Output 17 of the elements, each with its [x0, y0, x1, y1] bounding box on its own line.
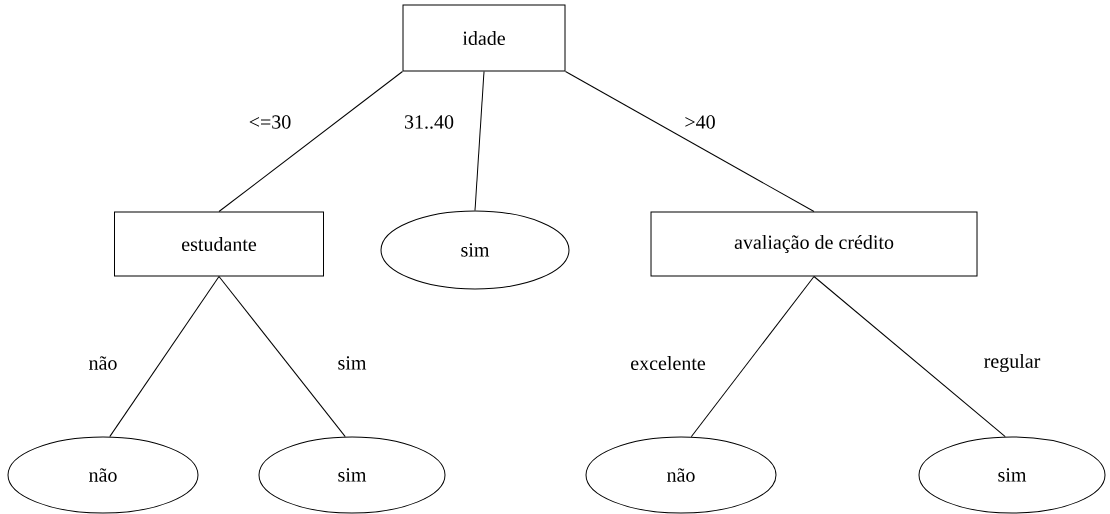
decision-box: idade [402, 4, 566, 72]
edge-label: <=30 [247, 114, 293, 130]
edge-label: 31..40 [403, 114, 455, 130]
edge-label: regular [982, 352, 1042, 374]
edge-label: >40 [683, 114, 717, 130]
branch-line [690, 276, 815, 438]
branch-line [218, 276, 346, 438]
branch-line [474, 71, 485, 211]
branch-line [565, 71, 815, 212]
branch-line [109, 276, 220, 438]
edge-label: excelente [629, 354, 707, 372]
branch-line [813, 276, 1006, 438]
branch-line [218, 71, 403, 212]
decision-box: estudante [114, 211, 324, 277]
decision-box: avaliação de crédito [650, 211, 978, 277]
edge-label: sim [336, 355, 368, 371]
edge-label: não [87, 355, 119, 371]
